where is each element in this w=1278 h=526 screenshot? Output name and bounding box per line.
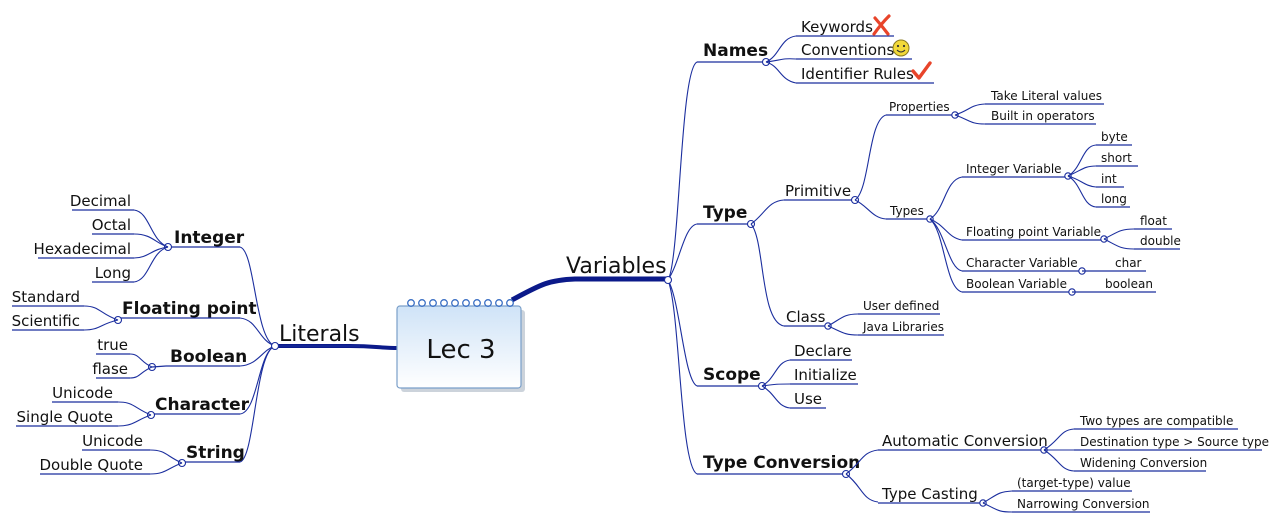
integer-variable-node: Integer Variable byte short int long — [962, 130, 1138, 208]
floating-point-node: Floating point Standard Scientific — [12, 288, 257, 331]
properties-item[interactable]: Take Literal values — [990, 89, 1102, 103]
type-conversion-label[interactable]: Type Conversion — [703, 453, 860, 473]
cross-mark-icon — [872, 14, 891, 36]
integer-variable-item[interactable]: long — [1101, 192, 1127, 206]
literals-label[interactable]: Literals — [279, 322, 360, 347]
boolean-variable-label[interactable]: Boolean Variable — [966, 277, 1067, 291]
types-label[interactable]: Types — [889, 204, 924, 218]
character-variable-node: Character Variable char — [962, 256, 1146, 275]
literals-branch: Literals — [239, 246, 360, 463]
floating-item[interactable]: Scientific — [12, 312, 80, 330]
floating-point-label[interactable]: Floating point — [122, 299, 257, 319]
floating-variable-item[interactable]: float — [1140, 214, 1167, 228]
type-conversion-node: Type Conversion — [697, 449, 879, 503]
boolean-variable-node: Boolean Variable boolean — [962, 277, 1156, 296]
integer-variable-label[interactable]: Integer Variable — [966, 162, 1062, 176]
properties-label[interactable]: Properties — [889, 100, 950, 114]
automatic-conversion-item[interactable]: Destination type > Source type — [1080, 435, 1269, 449]
names-node: Names Keywords Conventions Identifier Ru… — [697, 14, 934, 84]
trunk-variables — [510, 276, 668, 303]
scope-label[interactable]: Scope — [703, 365, 761, 385]
boolean-variable-item[interactable]: boolean — [1105, 277, 1153, 291]
boolean-node: Boolean true flase — [92, 336, 247, 379]
scope-item[interactable]: Use — [794, 390, 822, 408]
character-item[interactable]: Single Quote — [17, 408, 113, 426]
type-label[interactable]: Type — [703, 203, 747, 223]
central-topic-label: Lec 3 — [426, 335, 495, 365]
names-label[interactable]: Names — [703, 41, 768, 61]
properties-node: Properties Take Literal values Built in … — [886, 89, 1104, 125]
class-item[interactable]: User defined — [863, 299, 939, 313]
integer-variable-item[interactable]: short — [1101, 151, 1132, 165]
class-node: Class User defined Java Libraries — [784, 299, 944, 336]
primitive-label[interactable]: Primitive — [785, 182, 851, 200]
floating-variable-node: Floating point Variable float double — [962, 214, 1181, 250]
character-variable-label[interactable]: Character Variable — [966, 256, 1078, 270]
class-item[interactable]: Java Libraries — [862, 320, 944, 334]
notebook-rings-icon — [407, 299, 514, 307]
integer-item[interactable]: Long — [95, 264, 131, 282]
scope-node: Scope Declare Initialize Use — [697, 342, 858, 409]
type-casting-node: Type Casting (target-type) value Narrowi… — [878, 476, 1150, 513]
names-item[interactable]: Identifier Rules — [801, 65, 914, 83]
character-variable-item[interactable]: char — [1115, 256, 1142, 270]
integer-node: Integer Decimal Octal Hexadecimal Long — [34, 192, 245, 283]
variables-label[interactable]: Variables — [566, 254, 667, 279]
smiley-icon — [892, 39, 910, 57]
integer-label[interactable]: Integer — [174, 228, 245, 248]
character-label[interactable]: Character — [155, 395, 250, 415]
primitive-node: Primitive — [784, 114, 887, 220]
boolean-item[interactable]: true — [97, 336, 128, 354]
central-topic[interactable]: Lec 3 — [396, 299, 525, 392]
automatic-conversion-item[interactable]: Two types are compatible — [1079, 414, 1233, 428]
scope-item[interactable]: Declare — [794, 342, 851, 360]
string-node: String Unicode Double Quote — [39, 432, 245, 475]
automatic-conversion-label[interactable]: Automatic Conversion — [882, 432, 1048, 450]
floating-item[interactable]: Standard — [12, 288, 80, 306]
floating-variable-item[interactable]: double — [1140, 234, 1181, 248]
type-casting-label[interactable]: Type Casting — [881, 485, 978, 503]
types-node: Types — [886, 176, 963, 293]
string-label[interactable]: String — [186, 443, 245, 463]
names-item[interactable]: Conventions — [801, 41, 895, 59]
type-casting-item[interactable]: Narrowing Conversion — [1017, 497, 1150, 511]
character-node: Character Unicode Single Quote — [16, 384, 250, 427]
integer-item[interactable]: Hexadecimal — [34, 240, 131, 258]
floating-variable-label[interactable]: Floating point Variable — [966, 225, 1101, 239]
integer-variable-item[interactable]: byte — [1101, 130, 1128, 144]
integer-item[interactable]: Decimal — [70, 192, 131, 210]
integer-item[interactable]: Octal — [92, 216, 131, 234]
automatic-conversion-node: Automatic Conversion Two types are compa… — [878, 414, 1269, 472]
boolean-label[interactable]: Boolean — [170, 347, 247, 367]
scope-item[interactable]: Initialize — [794, 366, 857, 384]
type-casting-item[interactable]: (target-type) value — [1017, 476, 1131, 490]
variables-branch: Variables — [566, 61, 698, 475]
character-item[interactable]: Unicode — [52, 384, 113, 402]
string-item[interactable]: Unicode — [82, 432, 143, 450]
properties-item[interactable]: Built in operators — [991, 109, 1095, 123]
type-node: Type — [697, 199, 785, 327]
automatic-conversion-item[interactable]: Widening Conversion — [1080, 456, 1207, 470]
boolean-item[interactable]: flase — [92, 360, 128, 378]
string-item[interactable]: Double Quote — [39, 456, 143, 474]
class-label[interactable]: Class — [786, 308, 826, 326]
check-mark-icon — [911, 61, 932, 80]
integer-variable-item[interactable]: int — [1101, 172, 1117, 186]
names-item[interactable]: Keywords — [801, 18, 873, 36]
